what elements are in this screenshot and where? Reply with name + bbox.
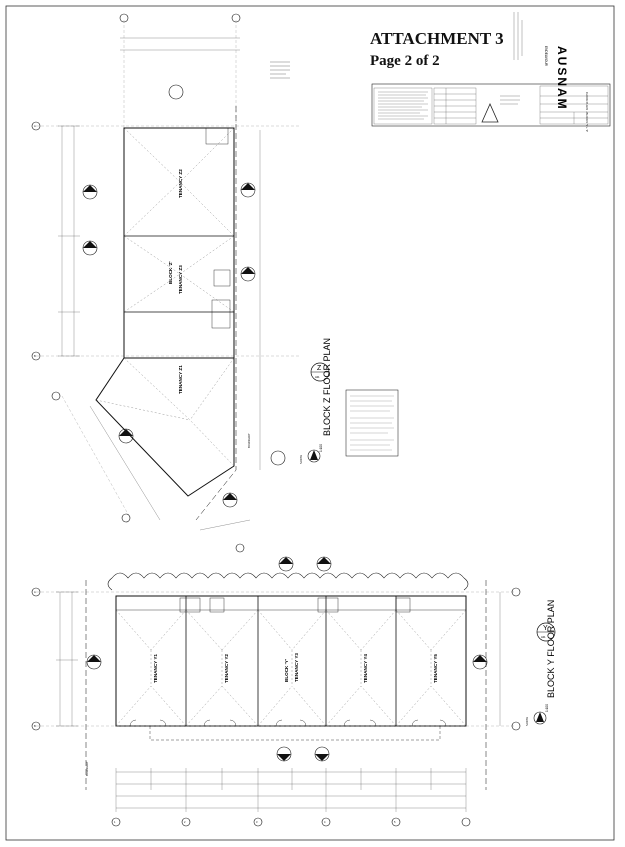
stamp-column	[513, 12, 523, 60]
attachment-label: ATTACHMENT 3	[370, 29, 504, 48]
block-y-bubble-sheet: A01	[541, 635, 546, 639]
architect-details	[500, 95, 520, 105]
block-y-title: Y A01 BLOCK Y FLOOR PLAN 1:100 NORTH	[525, 600, 556, 726]
tenancy-z3-label: TENANCY Z3	[178, 265, 183, 294]
grid-label: A	[34, 590, 36, 594]
block-z-title: Z A01 BLOCK Z FLOOR PLAN 1:100 NORTH	[299, 338, 332, 464]
page-label: Page 2 of 2	[370, 53, 440, 69]
grid-label: B	[34, 354, 36, 358]
block-y-bubble-id: Y	[543, 625, 548, 632]
drawing-title: FLOOR PLANS - BLOCKS 'Y' + 'Z'	[585, 92, 589, 132]
block-z-plan	[31, 13, 399, 553]
tenancy-y3-label: TENANCY Y3	[294, 653, 299, 682]
block-y-boundary-label: BOUNDARY	[85, 761, 89, 776]
tenancy-y5-label: TENANCY Y5	[433, 654, 438, 683]
attachment-heading: ATTACHMENT 3 Page 2 of 2	[370, 28, 504, 72]
block-y-plan-scale: 1:100	[545, 704, 549, 712]
company-name: AUSNAM	[555, 46, 569, 111]
tenancy-y1-label: TENANCY Y1	[153, 654, 158, 683]
sheet-border	[5, 5, 615, 841]
tenancy-z2-label: TENANCY Z2	[178, 169, 183, 198]
tenancy-z1-label: TENANCY Z1	[178, 365, 183, 394]
title-block	[371, 12, 611, 127]
grid-label: A	[34, 124, 36, 128]
block-y-north-label: NORTH	[525, 717, 529, 726]
block-z-bubble-sheet: A01	[315, 375, 320, 379]
hedge-line	[111, 572, 465, 579]
block-y-label: BLOCK 'Y'	[284, 659, 289, 682]
block-z-boundary-label: BOUNDARY	[247, 433, 251, 448]
grid-label: 1	[114, 820, 116, 824]
grid-label: 4	[324, 820, 326, 824]
grid-label: B	[34, 724, 36, 728]
company-tagline: ENDEAVOUR	[544, 46, 548, 67]
project-info	[539, 85, 609, 125]
grid-label: 2	[184, 820, 186, 824]
general-notes	[373, 87, 433, 125]
block-z-label: BLOCK 'Z'	[168, 261, 173, 284]
block-z-bubble-id: Z	[317, 365, 322, 372]
grid-label: 5	[394, 820, 396, 824]
block-z-north-label: NORTH	[299, 455, 303, 464]
revision-table	[433, 87, 477, 125]
tenancy-y2-label: TENANCY Y2	[224, 654, 229, 683]
block-z-plan-scale: 1:100	[319, 444, 323, 452]
block-z-plan-title: BLOCK Z FLOOR PLAN	[322, 338, 332, 436]
block-y-plan-title: BLOCK Y FLOOR PLAN	[546, 600, 556, 698]
tenancy-y4-label: TENANCY Y4	[363, 654, 368, 683]
block-y-plan	[31, 556, 521, 827]
architect-logo-icon	[481, 103, 499, 123]
grid-label: 3	[256, 820, 258, 824]
